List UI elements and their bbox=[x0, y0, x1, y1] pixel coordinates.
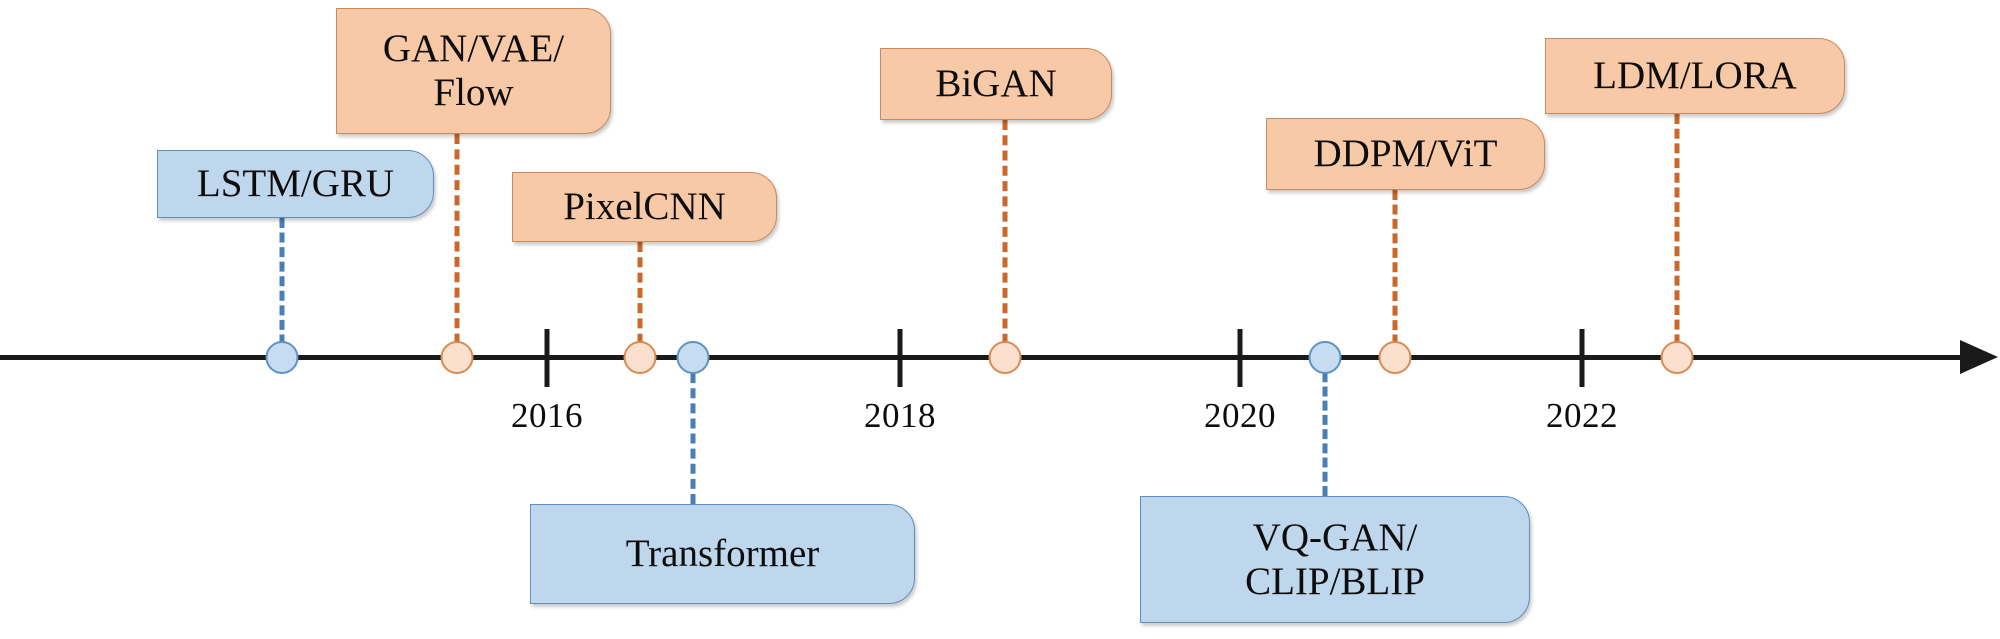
event-marker-pixelcnn[interactable] bbox=[623, 341, 657, 374]
event-connector-bigan bbox=[1002, 120, 1008, 359]
timeline-axis-line bbox=[0, 355, 1975, 360]
event-connector-lstm-gru bbox=[279, 218, 285, 359]
axis-tick-2016 bbox=[544, 329, 550, 387]
event-marker-bigan[interactable] bbox=[988, 341, 1022, 374]
event-label-pixelcnn[interactable]: PixelCNN bbox=[512, 172, 777, 242]
axis-tick-label-2018: 2018 bbox=[864, 396, 936, 435]
axis-tick-2020 bbox=[1237, 329, 1243, 387]
axis-tick-2018 bbox=[897, 329, 903, 387]
event-label-gan-vae-flow[interactable]: GAN/VAE/ Flow bbox=[336, 8, 611, 134]
event-connector-gan-vae-flow bbox=[454, 134, 460, 359]
event-label-bigan[interactable]: BiGAN bbox=[880, 48, 1112, 120]
event-connector-ldm-lora bbox=[1674, 114, 1680, 359]
axis-tick-label-2022: 2022 bbox=[1546, 396, 1618, 435]
event-marker-gan-vae-flow[interactable] bbox=[440, 341, 474, 374]
axis-tick-2022 bbox=[1579, 329, 1585, 387]
event-marker-ldm-lora[interactable] bbox=[1660, 341, 1694, 374]
event-label-lstm-gru[interactable]: LSTM/GRU bbox=[157, 150, 434, 218]
event-connector-pixelcnn bbox=[637, 242, 643, 359]
event-label-vq-gan-clip-blip[interactable]: VQ-GAN/ CLIP/BLIP bbox=[1140, 496, 1530, 623]
event-label-ldm-lora[interactable]: LDM/LORA bbox=[1545, 38, 1845, 114]
event-connector-ddpm-vit bbox=[1392, 190, 1398, 359]
axis-tick-label-2016: 2016 bbox=[511, 396, 583, 435]
event-marker-vq-gan-clip-blip[interactable] bbox=[1308, 341, 1342, 374]
event-connector-transformer bbox=[690, 358, 696, 504]
timeline-arrow-icon bbox=[1960, 340, 1998, 374]
axis-tick-label-2020: 2020 bbox=[1204, 396, 1276, 435]
event-label-transformer[interactable]: Transformer bbox=[530, 504, 915, 604]
event-marker-ddpm-vit[interactable] bbox=[1378, 341, 1412, 374]
event-label-ddpm-vit[interactable]: DDPM/ViT bbox=[1266, 118, 1545, 190]
event-marker-transformer[interactable] bbox=[676, 341, 710, 374]
event-marker-lstm-gru[interactable] bbox=[265, 341, 299, 374]
event-connector-vq-gan-clip-blip bbox=[1322, 358, 1328, 496]
